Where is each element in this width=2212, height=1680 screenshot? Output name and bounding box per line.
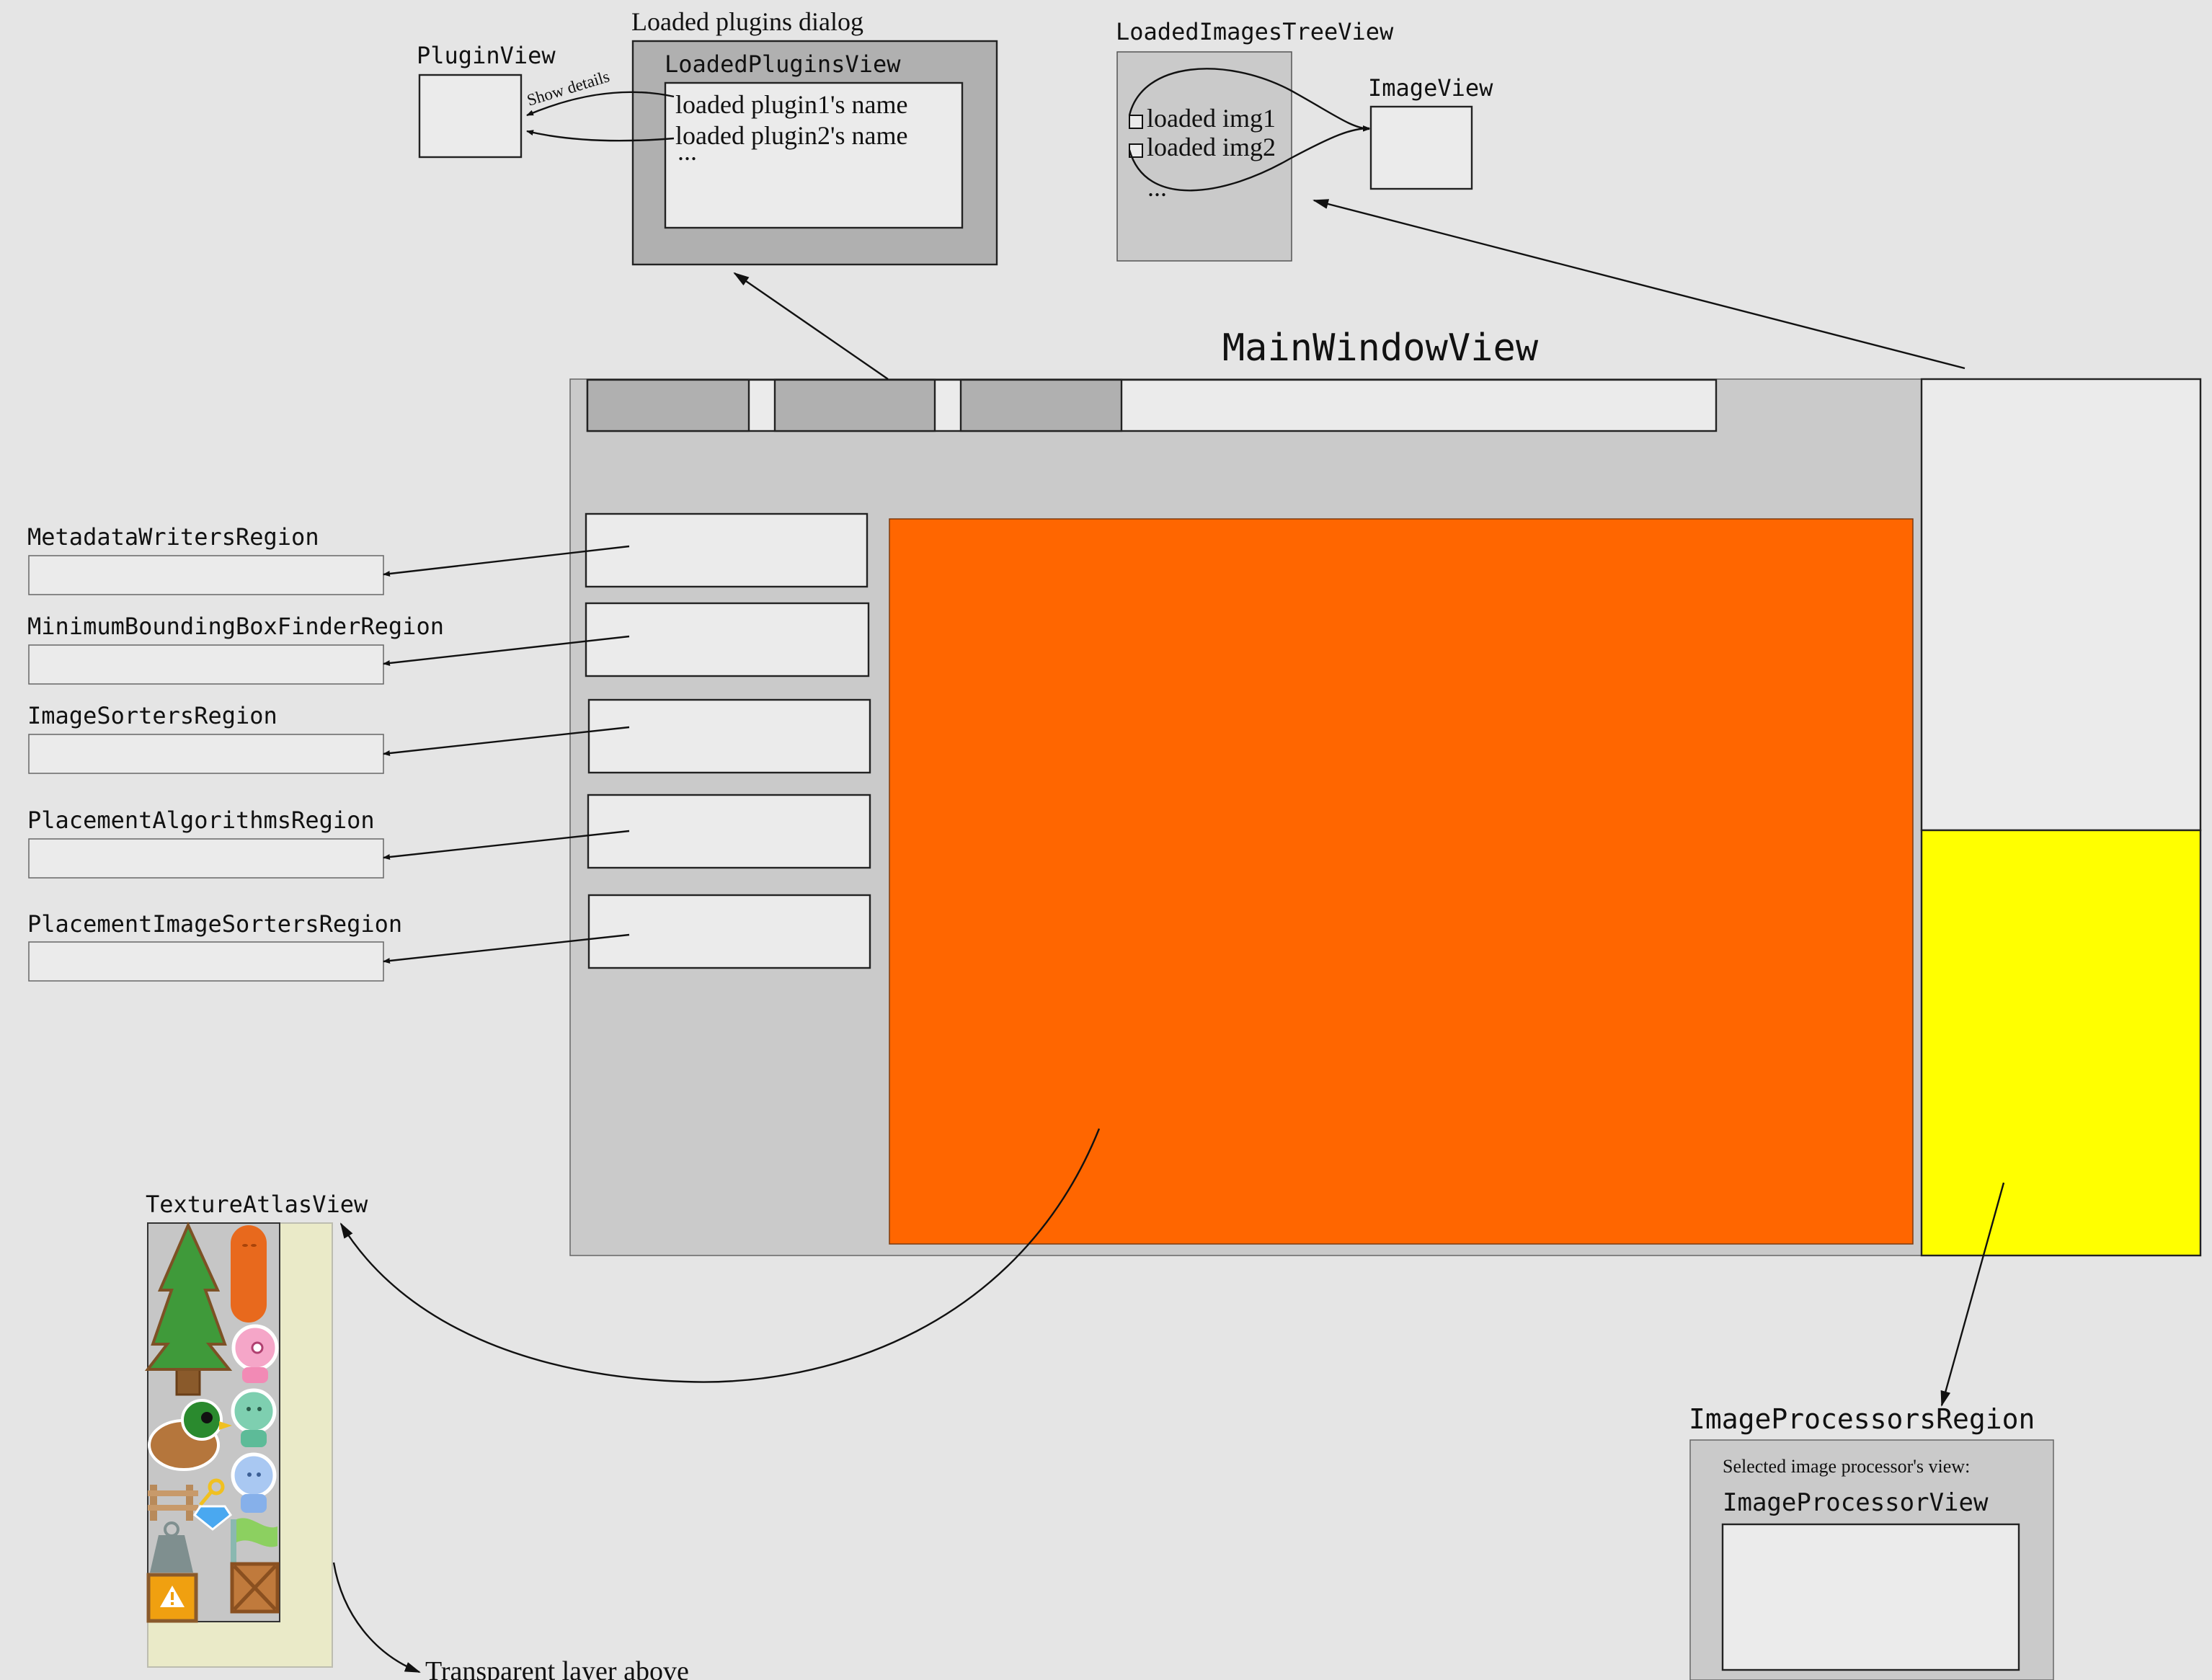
metadata-writers-region-label: MetadataWritersRegion	[27, 523, 319, 551]
toolbar-bar	[587, 380, 1716, 431]
image-item-1[interactable]: loaded img1	[1147, 104, 1276, 133]
image-sorters-slot[interactable]	[589, 700, 870, 773]
plugins-dialog-title: Loaded plugins dialog	[631, 7, 863, 36]
image-processor-view-label: ImageProcessorView	[1723, 1488, 1989, 1517]
plugin-view-box	[419, 75, 521, 157]
transparent-layer-caption: Transparent layer above	[425, 1656, 689, 1680]
plugin-list-more: ...	[678, 137, 697, 166]
loaded-images-tree-view-label: LoadedImagesTreeView	[1116, 18, 1394, 45]
bounding-box-finder-region	[29, 645, 383, 684]
image-sorters-region-label: ImageSortersRegion	[27, 702, 277, 729]
regions-legend: MetadataWritersRegion MinimumBoundingBox…	[27, 523, 629, 981]
bounding-box-finder-region-label: MinimumBoundingBoxFinderRegion	[27, 613, 444, 640]
warning-crate-sprite	[148, 1575, 196, 1621]
placement-algorithms-region	[29, 839, 383, 878]
toolbar-tab-1[interactable]	[587, 380, 749, 431]
toolbar-to-plugins-arrow	[734, 273, 888, 379]
bounding-box-finder-slot[interactable]	[586, 603, 869, 676]
images-side-panel	[1922, 379, 2200, 830]
img1-checkbox[interactable]	[1129, 115, 1142, 128]
plugin-item-1[interactable]: loaded plugin1's name	[675, 90, 907, 119]
placement-image-sorters-region	[29, 942, 383, 981]
placement-image-sorters-region-label: PlacementImageSortersRegion	[27, 910, 402, 938]
image-view-label: ImageView	[1368, 74, 1493, 102]
toolbar-tab-3[interactable]	[961, 380, 1121, 431]
transparent-layer-arrow	[334, 1563, 419, 1672]
plugin-view-label: PluginView	[417, 42, 556, 69]
image-processor-view	[1723, 1524, 2019, 1670]
image-processors-region-label: ImageProcessorsRegion	[1689, 1403, 2035, 1435]
texture-atlas-section: TextureAtlasView	[146, 1191, 689, 1680]
image-item-2[interactable]: loaded img2	[1147, 133, 1276, 161]
metadata-writers-slot[interactable]	[586, 514, 867, 587]
placement-algorithms-region-label: PlacementAlgorithmsRegion	[27, 806, 375, 834]
loaded-plugins-view-label: LoadedPluginsView	[665, 50, 901, 78]
main-window-title: MainWindowView	[1222, 326, 1539, 370]
show-details-label: Show details	[525, 67, 611, 109]
image-sorters-region	[29, 734, 383, 773]
placement-image-sorters-slot[interactable]	[589, 895, 870, 968]
plugin-item-2[interactable]: loaded plugin2's name	[675, 121, 907, 150]
image-processors-side-panel	[1922, 830, 2200, 1255]
main-window: MainWindowView	[570, 326, 2200, 1255]
wooden-crate-sprite	[232, 1564, 277, 1612]
image-view-box	[1371, 107, 1472, 189]
texture-atlas-view-label: TextureAtlasView	[146, 1191, 368, 1218]
toolbar	[587, 380, 1716, 431]
images-section: LoadedImagesTreeView loaded img1 loaded …	[1116, 18, 1493, 261]
placement-algorithms-slot[interactable]	[588, 795, 870, 868]
texture-atlas-canvas[interactable]	[889, 519, 1913, 1244]
plugin-section: PluginView Loaded plugins dialog LoadedP…	[417, 7, 997, 265]
metadata-writers-region	[29, 556, 383, 595]
orange-creature-sprite	[231, 1225, 267, 1323]
toolbar-tab-2[interactable]	[775, 380, 935, 431]
image-processors-section: ImageProcessorsRegion Selected image pro…	[1689, 1403, 2053, 1680]
selected-processor-caption: Selected image processor's view:	[1723, 1456, 1970, 1477]
